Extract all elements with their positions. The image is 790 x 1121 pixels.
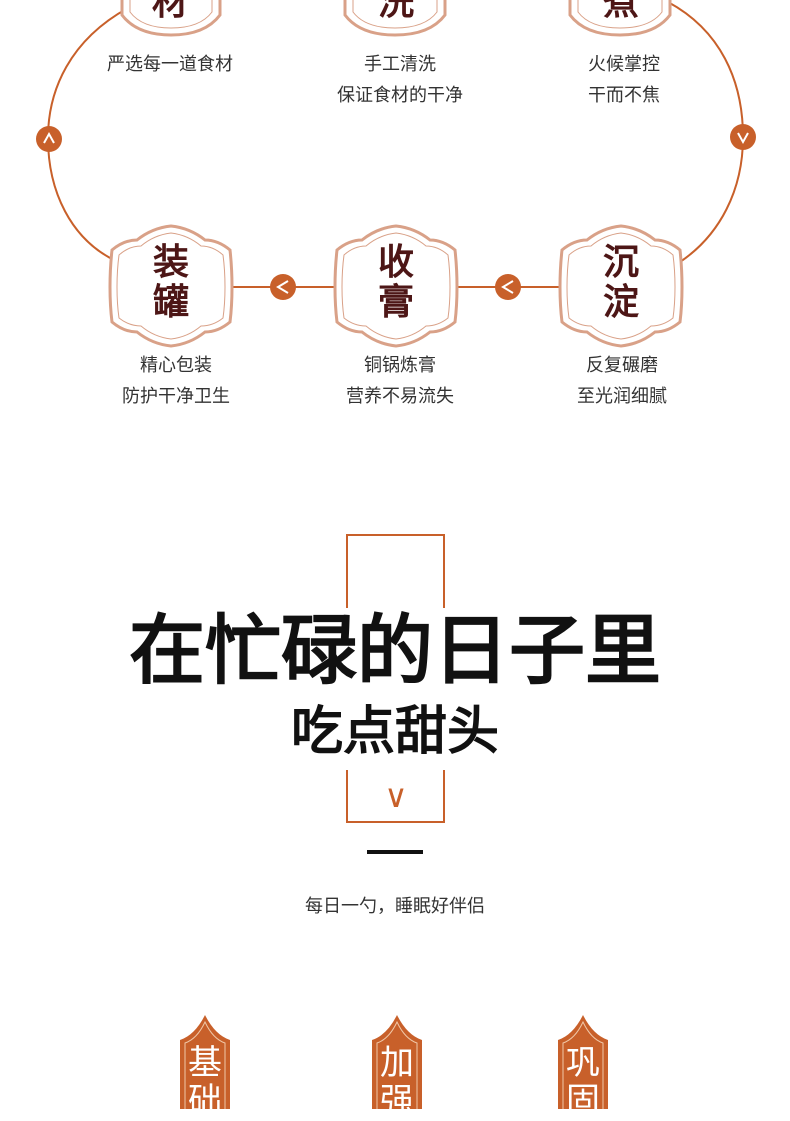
step-desc-top-2: 手工清洗 保证食材的干净 (300, 49, 500, 111)
step-desc-top-1: 严选每一道食材 (70, 49, 270, 80)
tag-char: 强 (380, 1081, 414, 1121)
tag-shape-1 (180, 1015, 230, 1109)
step-char: 罐 (152, 281, 189, 323)
tags-shapes (180, 1015, 608, 1109)
arrow-left-side-icon (36, 126, 62, 152)
step-badge-top-2 (343, 0, 447, 37)
chevron-down-icon: ∨ (384, 777, 408, 815)
tag-char: 固 (566, 1081, 600, 1121)
arrow-right-side-icon (730, 124, 756, 150)
step-label-top-3: 煮 (531, 0, 711, 22)
step-badge-bottom-3 (558, 224, 684, 348)
headline-line-2: 吃点甜头 (290, 701, 499, 762)
tag-char: 础 (188, 1081, 222, 1121)
step-label-bottom-3: 沉 淀 (531, 242, 711, 322)
step-desc-line: 保证食材的干净 (337, 85, 463, 106)
step-desc-line: 防护干净卫生 (122, 386, 230, 407)
step-label-bottom-1: 装 罐 (81, 242, 261, 322)
step-char: 材 (151, 0, 188, 23)
step-label-top-1: 材 (80, 0, 260, 22)
step-char: 煮 (602, 0, 639, 23)
step-desc-line: 精心包装 (140, 355, 212, 376)
arrow-bottom-left-icon (270, 274, 296, 300)
step-desc-top-3: 火候掌控 干而不焦 (524, 49, 724, 111)
headline-line-1: 在忙碌的日子里 (129, 606, 661, 695)
step-char: 洗 (377, 0, 414, 23)
process-flow-diagram (36, 0, 756, 348)
step-desc-line: 严选每一道食材 (107, 54, 233, 75)
step-char: 装 (152, 241, 189, 283)
tag-consolidate: 巩 固 (558, 1044, 608, 1120)
tag-shape-3 (558, 1015, 608, 1109)
step-badge-bottom-2 (333, 224, 459, 348)
step-desc-line: 营养不易流失 (346, 386, 454, 407)
step-desc-bottom-3: 反复碾磨 至光润细腻 (522, 350, 722, 412)
step-desc-line: 手工清洗 (364, 54, 436, 75)
step-badge-top-3 (568, 0, 672, 37)
step-char: 沉 (602, 241, 639, 283)
step-char: 淀 (602, 281, 639, 323)
step-char: 收 (377, 241, 414, 283)
tag-char: 加 (380, 1043, 414, 1083)
tag-char: 基 (188, 1043, 222, 1083)
step-desc-line: 火候掌控 (588, 54, 660, 75)
step-char: 膏 (377, 281, 414, 323)
step-desc-line: 至光润细腻 (577, 386, 667, 407)
step-desc-line: 反复碾磨 (586, 355, 658, 376)
step-label-bottom-2: 收 膏 (306, 242, 486, 322)
step-desc-line: 干而不焦 (588, 85, 660, 106)
step-desc-bottom-1: 精心包装 防护干净卫生 (76, 350, 276, 412)
subtitle: 每日一勺，睡眠好伴侣 (305, 896, 485, 917)
step-label-top-2: 洗 (306, 0, 486, 22)
step-desc-bottom-2: 铜锅炼膏 营养不易流失 (300, 350, 500, 412)
divider (367, 850, 423, 854)
arrow-bottom-right-icon (495, 274, 521, 300)
tag-shape-2 (372, 1015, 422, 1109)
step-badge-top-1 (120, 0, 222, 37)
step-badge-bottom-1 (108, 224, 234, 348)
headline-frame (346, 534, 445, 823)
tag-char: 巩 (566, 1043, 600, 1083)
step-desc-line: 铜锅炼膏 (364, 355, 436, 376)
